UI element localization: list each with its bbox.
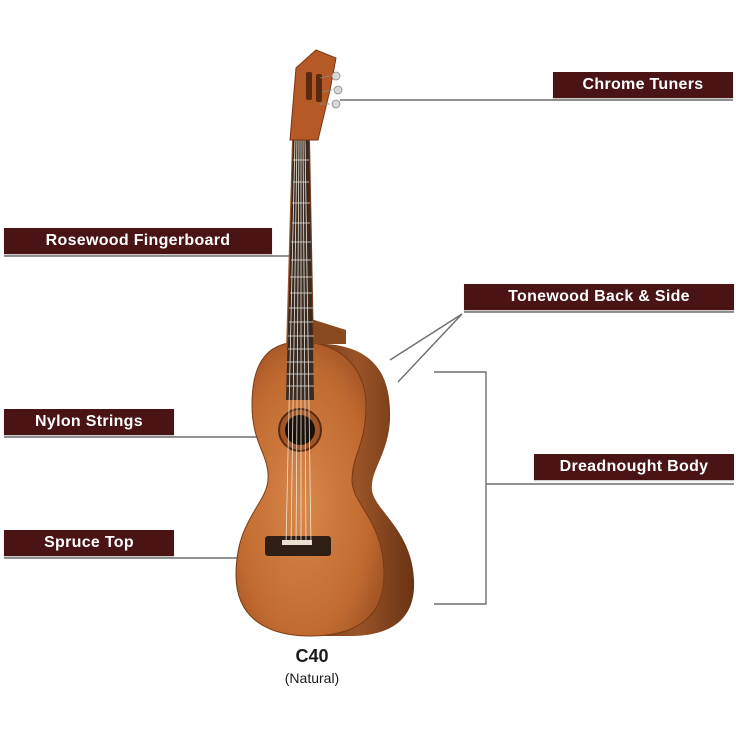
label-rosewood-fingerboard: Rosewood Fingerboard — [4, 228, 272, 254]
strings — [285, 137, 312, 545]
headstock-slot-1 — [306, 72, 312, 100]
label-spruce-top: Spruce Top — [4, 530, 174, 556]
headstock-slot-2 — [316, 74, 322, 102]
saddle — [282, 540, 312, 545]
bridge — [265, 536, 331, 556]
headstock — [289, 49, 337, 141]
model-finish: (Natural) — [284, 670, 340, 686]
label-chrome-tuners: Chrome Tuners — [553, 72, 733, 98]
leader-tonewood-3 — [397, 313, 463, 383]
label-nylon-strings: Nylon Strings — [4, 409, 174, 435]
label-dreadnought-body: Dreadnought Body — [534, 454, 734, 480]
leader-lines — [4, 99, 734, 605]
label-tonewood-back-side: Tonewood Back & Side — [464, 284, 734, 310]
chrome-tuners — [319, 71, 343, 109]
guitar-heel — [308, 318, 346, 344]
leader-tonewood-2 — [389, 313, 463, 361]
sound-hole — [285, 415, 315, 445]
model-name: C40 — [295, 646, 329, 666]
fingerboard — [286, 140, 314, 400]
leader-body-bracket — [434, 371, 487, 605]
